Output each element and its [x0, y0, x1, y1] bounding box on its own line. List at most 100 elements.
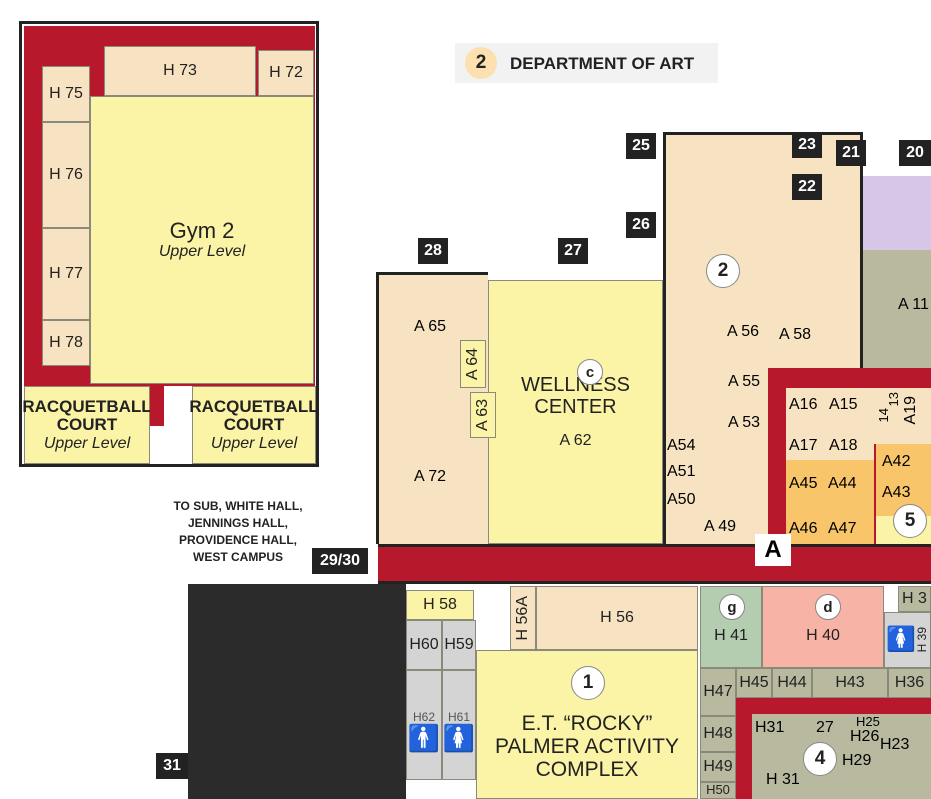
room-h3: H 3: [898, 586, 931, 612]
room-h59: H59: [442, 620, 476, 670]
art-west-block: [376, 272, 488, 544]
directions-line4: WEST CAMPUS: [193, 550, 283, 565]
room-a50: A50: [667, 491, 696, 508]
room-a43: A43: [882, 484, 911, 501]
wellness-center: WELLNESS CENTER A 62: [488, 280, 663, 544]
wellness-room: A 62: [559, 432, 592, 450]
upper-level-inset: H 75 H 73 H 72 H 76 H 77 H 78 Gym 2 Uppe…: [19, 21, 319, 467]
court-left-line2: COURT: [56, 415, 118, 435]
court-left-level: Upper Level: [43, 434, 131, 452]
room-h25: H25: [856, 714, 880, 729]
gym-name: Gym 2: [169, 218, 235, 244]
legend: 2 DEPARTMENT OF ART: [455, 43, 718, 83]
entrance-25: 25: [626, 133, 656, 159]
gym-level: Upper Level: [158, 243, 246, 261]
room-a56: A 56: [727, 323, 760, 341]
marker-department-2: 2: [706, 254, 740, 288]
room-h45: H45: [736, 668, 772, 698]
room-a47: A47: [828, 520, 857, 537]
court-right-line2: COURT: [223, 415, 285, 435]
entrance-23: 23: [792, 132, 822, 158]
marker-d: d: [815, 594, 841, 620]
room-a49: A 49: [704, 518, 737, 535]
room-a63-label: A 63: [474, 398, 492, 432]
room-a19: A19: [902, 396, 919, 425]
racquetball-court-left: RACQUETBALL COURT Upper Level: [22, 386, 152, 464]
room-a53: A 53: [728, 414, 761, 431]
entrance-26: 26: [626, 212, 656, 238]
room-h43: H43: [812, 668, 888, 698]
room-a58: A 58: [779, 326, 812, 343]
room-13: 13: [886, 392, 901, 407]
directions-line1: TO SUB, WHITE HALL,: [173, 499, 303, 513]
room-a18: A18: [829, 437, 858, 454]
room-h75: H 75: [42, 66, 90, 122]
directions-note: TO SUB, WHITE HALL, JENNINGS HALL, PROVI…: [160, 498, 316, 566]
restroom-men-icon: 🚹: [407, 723, 441, 754]
marker-department-5: 5: [893, 504, 927, 538]
court-left-line1: RACQUETBALL: [22, 396, 152, 416]
entrance-27: 27: [558, 238, 588, 264]
restroom-h39: 🚺 H 39: [884, 612, 931, 668]
legend-marker: 2: [465, 47, 497, 79]
room-a46: A46: [789, 520, 818, 537]
room-27: 27: [816, 719, 834, 736]
wellness-line2: CENTER: [534, 396, 617, 419]
room-h78: H 78: [42, 320, 90, 366]
dept5-orange: [786, 460, 874, 544]
room-h62-label: H62: [412, 710, 435, 724]
room-a55: A 55: [728, 373, 761, 390]
room-14: 14: [876, 408, 891, 423]
room-h47: H47: [700, 668, 736, 716]
room-purple: [863, 176, 931, 250]
room-a16: A16: [789, 396, 818, 413]
marker-department-1: 1: [571, 666, 605, 700]
palmer-line2: PALMER ACTIVITY: [495, 734, 679, 758]
directions-line2: JENNINGS HALL,: [187, 516, 288, 531]
room-h56a-label: H 56A: [514, 595, 532, 641]
room-h36: H36: [888, 668, 931, 698]
room-a51: A51: [667, 463, 696, 480]
room-h48: H48: [700, 716, 736, 752]
wellness-line1: WELLNESS: [521, 374, 630, 397]
room-h31: H 31: [766, 771, 800, 788]
entrance-21: 21: [836, 140, 866, 166]
court-right-level: Upper Level: [210, 434, 298, 452]
room-h39-label: H 39: [914, 627, 929, 653]
room-a72: A 72: [414, 468, 447, 485]
room-h73: H 73: [104, 46, 256, 96]
court-right-line1: RACQUETBALL: [189, 396, 319, 416]
restroom-h61: H61 🚺: [442, 670, 476, 780]
restroom-women-icon: 🚺: [442, 723, 476, 754]
dark-building: [188, 584, 406, 799]
room-a45: A45: [789, 475, 818, 492]
room-h31a: H31: [755, 719, 785, 736]
room-h61-label: H61: [447, 710, 470, 724]
restroom-icon: 🚺: [885, 625, 916, 653]
entrance-28: 28: [418, 238, 448, 264]
room-a42: A42: [882, 453, 911, 470]
marker-g: g: [719, 594, 745, 620]
marker-c: c: [577, 359, 603, 385]
room-h26: H26: [850, 728, 880, 745]
room-h23: H23: [880, 736, 910, 753]
room-a11-label: A 11: [898, 296, 929, 313]
room-h72: H 72: [258, 50, 314, 96]
palmer-line3: COMPLEX: [535, 758, 639, 782]
room-a15: A15: [829, 396, 858, 413]
marker-department-4: 4: [803, 742, 837, 776]
room-a65: A 65: [414, 318, 447, 335]
room-a64-label: A 64: [464, 347, 482, 381]
gym-2: Gym 2 Upper Level: [90, 96, 314, 384]
restroom-h62: H62 🚹: [406, 670, 442, 780]
room-h77: H 77: [42, 228, 90, 320]
directions-line3: PROVIDENCE HALL,: [178, 533, 297, 548]
room-h44: H44: [772, 668, 812, 698]
room-h50: H50: [700, 782, 736, 799]
dept4-inner: [752, 714, 931, 799]
legend-label: DEPARTMENT OF ART: [510, 54, 695, 73]
room-a11: [863, 250, 931, 368]
corridor-a-label: A: [755, 534, 791, 566]
racquetball-court-right: RACQUETBALL COURT Upper Level: [189, 386, 319, 464]
room-h58: H 58: [406, 590, 474, 620]
